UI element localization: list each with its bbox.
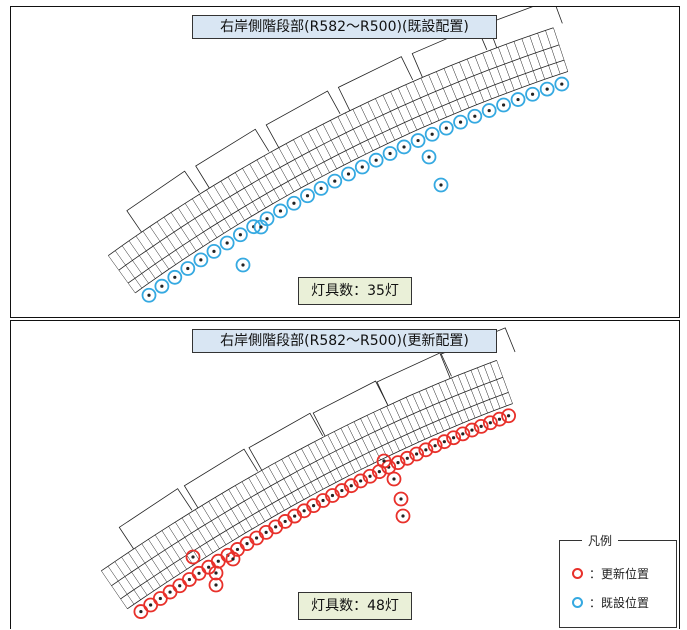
plan-linework — [101, 327, 516, 610]
existing-plan-drawing — [108, 7, 570, 303]
existing-count: 灯具数：35灯 — [298, 277, 412, 305]
updated-plan-drawing — [101, 327, 516, 619]
legend-title: 凡例 — [582, 532, 619, 549]
legend-label-existing: ：既設位置 — [589, 596, 650, 610]
updated-light-markers — [133, 408, 516, 619]
existing-layout-panel: 右岸側階段部(R582～R500)(既設配置) 灯具数：35灯 — [10, 6, 680, 318]
updated-layout-panel: 右岸側階段部(R582～R500)(更新配置) 灯具数：48灯 凡例 ：更新位置… — [10, 320, 680, 629]
legend-item-updated: ：更新位置 — [572, 565, 649, 582]
red-circle-icon — [572, 568, 583, 579]
legend-item-existing: ：既設位置 — [572, 594, 649, 611]
existing-title: 右岸側階段部(R582～R500)(既設配置) — [192, 15, 497, 39]
blue-circle-icon — [572, 597, 583, 608]
updated-count: 灯具数：48灯 — [298, 592, 412, 620]
updated-title: 右岸側階段部(R582～R500)(更新配置) — [192, 329, 497, 353]
plan-linework — [108, 7, 569, 294]
legend-label-updated: ：更新位置 — [589, 567, 650, 581]
existing-light-markers — [141, 76, 570, 303]
legend: 凡例 ：更新位置 ：既設位置 — [559, 532, 677, 628]
